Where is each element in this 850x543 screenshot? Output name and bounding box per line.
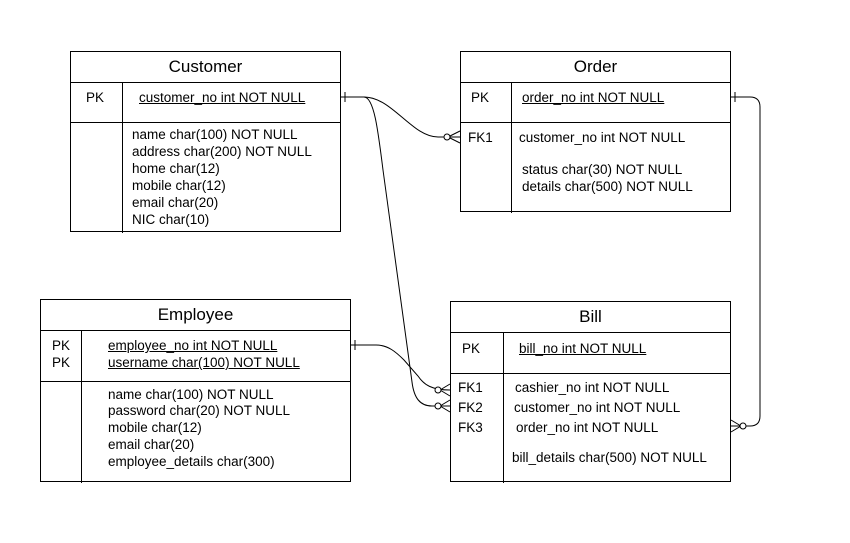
- field-email: email char(20): [132, 195, 219, 210]
- entity-order[interactable]: Order PK order_no int NOT NULL FK1 custo…: [460, 51, 731, 213]
- pk-section: [451, 333, 730, 374]
- rel-customer-order-zero-mark: [443, 133, 451, 141]
- entity-customer[interactable]: Customer PK customer_no int NOT NULL nam…: [70, 51, 341, 233]
- rel-employee-bill-crow-a: [439, 383, 451, 391]
- fk-label-2: FK2: [458, 400, 483, 415]
- pk-field: customer_no int NOT NULL: [139, 90, 306, 105]
- pk-label-1: PK: [52, 338, 71, 353]
- rel-order-bill-crow-b: [730, 425, 742, 433]
- pk-field-employee-no: employee_no int NOT NULL: [108, 338, 278, 353]
- rel-customer-bill-crow-b: [439, 405, 451, 413]
- fk-field-customer-no: customer_no int NOT NULL: [514, 400, 681, 415]
- pk-label: PK: [471, 90, 490, 105]
- pk-section: [461, 83, 730, 123]
- field-details: details char(500) NOT NULL: [522, 179, 693, 194]
- rel-customer-bill-zero-mark: [434, 402, 442, 410]
- column-divider: [503, 333, 504, 483]
- rel-customer-bill: [341, 96, 450, 407]
- column-divider: [511, 83, 512, 213]
- rel-order-bill: [731, 96, 761, 427]
- entity-title: Bill: [451, 302, 730, 333]
- pk-label: PK: [462, 341, 481, 356]
- field-name: name char(100) NOT NULL: [108, 387, 274, 402]
- field-nic: NIC char(10): [132, 212, 210, 227]
- field-password: password char(20) NOT NULL: [108, 403, 291, 418]
- rel-customer-order: [341, 96, 460, 138]
- rel-order-bill-zero-mark: [739, 422, 747, 430]
- column-divider: [122, 83, 123, 233]
- field-employee-details: employee_details char(300): [108, 454, 275, 469]
- rel-employee-bill: [351, 344, 451, 391]
- pk-label-2: PK: [52, 355, 71, 370]
- pk-section: [71, 83, 340, 123]
- pk-field-username: username char(100) NOT NULL: [108, 355, 300, 370]
- rel-employee-bill-crow-b: [439, 389, 451, 397]
- field-name: name char(100) NOT NULL: [132, 127, 298, 142]
- field-bill-details: bill_details char(500) NOT NULL: [512, 450, 707, 465]
- fk-label-3: FK3: [458, 420, 483, 435]
- pk-section: [41, 331, 350, 382]
- pk-label: PK: [86, 90, 105, 105]
- field-home: home char(12): [132, 161, 220, 176]
- rel-order-bill-crow-a: [730, 419, 742, 427]
- entity-title: Employee: [41, 300, 350, 331]
- entity-employee[interactable]: Employee PK PK employee_no int NOT NULL …: [40, 299, 351, 483]
- fk-label-1: FK1: [458, 380, 483, 395]
- field-status: status char(30) NOT NULL: [522, 162, 683, 177]
- entity-bill[interactable]: Bill PK bill_no int NOT NULL FK1 FK2 FK3…: [450, 301, 731, 483]
- fk-field-cashier-no: cashier_no int NOT NULL: [515, 380, 670, 395]
- pk-field: order_no int NOT NULL: [522, 90, 665, 105]
- field-email: email char(20): [108, 437, 195, 452]
- fk-field-order-no: order_no int NOT NULL: [516, 420, 659, 435]
- pk-field: bill_no int NOT NULL: [519, 341, 647, 356]
- rel-customer-bill-crow-a: [439, 399, 451, 407]
- entity-title: Order: [461, 52, 730, 83]
- fk-label-1: FK1: [468, 130, 493, 145]
- field-mobile: mobile char(12): [108, 420, 202, 435]
- fk-field-customer-no: customer_no int NOT NULL: [519, 130, 686, 145]
- field-address: address char(200) NOT NULL: [132, 144, 312, 159]
- column-divider: [81, 331, 82, 483]
- entity-title: Customer: [71, 52, 340, 83]
- rel-employee-bill-zero-mark: [434, 386, 442, 394]
- field-mobile: mobile char(12): [132, 178, 226, 193]
